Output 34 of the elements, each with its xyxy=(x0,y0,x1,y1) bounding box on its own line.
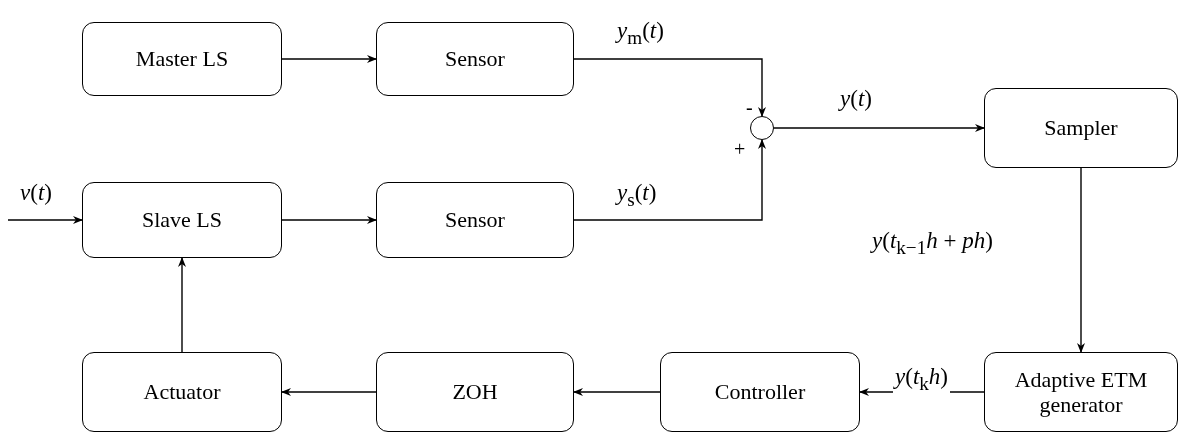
arrow xyxy=(1077,167,1085,353)
block-label: ZOH xyxy=(452,379,498,405)
arrow xyxy=(281,388,377,396)
arrow xyxy=(7,216,83,224)
arrow xyxy=(573,139,766,221)
block-label: Adaptive ETM generator xyxy=(1013,366,1149,418)
signal-label: y(t$_{k}$h) xyxy=(893,364,951,395)
sign-label: - xyxy=(746,96,753,119)
block-label: Slave LS xyxy=(141,207,223,233)
process-block xyxy=(660,352,860,432)
signal-label: v(t) xyxy=(18,180,54,206)
arrow xyxy=(178,257,186,353)
block-label: Controller xyxy=(714,379,806,405)
block-label: Master LS xyxy=(135,46,229,72)
process-block xyxy=(82,22,282,96)
block-label: Sensor xyxy=(445,46,505,72)
process-block xyxy=(984,352,1178,432)
process-block xyxy=(82,352,282,432)
arrow xyxy=(573,388,661,396)
block-label: Actuator xyxy=(143,379,221,405)
summing-junction xyxy=(750,116,774,140)
process-block xyxy=(376,22,574,96)
arrow xyxy=(281,216,377,224)
process-block xyxy=(984,88,1178,168)
process-block xyxy=(376,352,574,432)
arrow xyxy=(281,55,377,63)
signal-label: y(t) xyxy=(838,86,874,112)
arrow xyxy=(573,58,766,117)
sign-label: + xyxy=(734,138,746,161)
block-label: Sampler xyxy=(1044,115,1118,141)
block-label: Sensor xyxy=(445,207,505,233)
arrow xyxy=(773,124,985,132)
process-block xyxy=(376,182,574,258)
process-block xyxy=(82,182,282,258)
